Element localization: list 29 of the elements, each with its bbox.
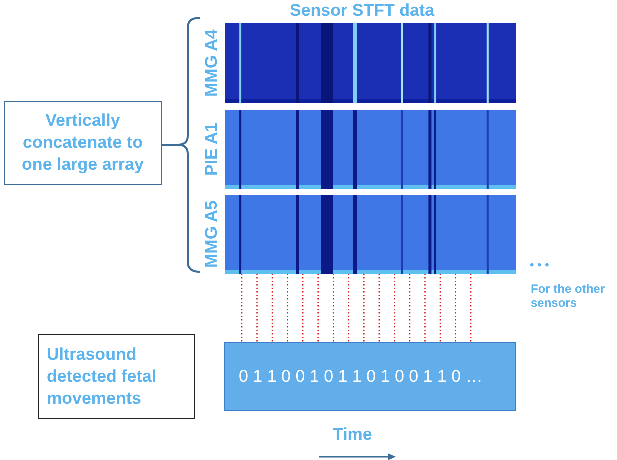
sensor-label: PIE A1 — [202, 122, 222, 178]
dotted-line — [378, 274, 380, 342]
text-box — [38, 334, 195, 419]
dotted-line — [241, 274, 243, 342]
dotted-line — [470, 274, 472, 342]
dotted-line — [364, 274, 365, 342]
dotted-line — [424, 274, 426, 342]
dotted-line — [332, 274, 334, 342]
sequence-box — [224, 342, 516, 411]
box-text: Ultrasound detected fetal movements — [46, 343, 158, 410]
dotted-line — [409, 274, 411, 342]
dotted-line — [272, 274, 274, 342]
ellipsis: • • • — [530, 258, 550, 272]
dotted-line — [348, 274, 350, 342]
title: Sensor STFT data — [290, 1, 435, 21]
axis-label: Time — [333, 425, 372, 445]
binary-sequence: 0 1 1 0 0 1 0 1 1 0 1 0 0 1 1 0 … — [239, 367, 483, 387]
dotted-line — [256, 274, 258, 342]
dotted-line — [394, 274, 396, 342]
box-text: Vertically concatenate to one large array — [21, 110, 145, 176]
dotted-line — [455, 274, 456, 342]
text-box — [4, 101, 162, 185]
sensor-label: MMG A4 — [202, 28, 222, 99]
dotted-line — [302, 274, 304, 342]
sensor-label: MMG A5 — [202, 200, 222, 270]
dotted-line — [440, 274, 442, 342]
side-note: For the other sensors — [531, 282, 606, 310]
dotted-line — [287, 274, 288, 342]
dotted-line — [318, 274, 319, 342]
